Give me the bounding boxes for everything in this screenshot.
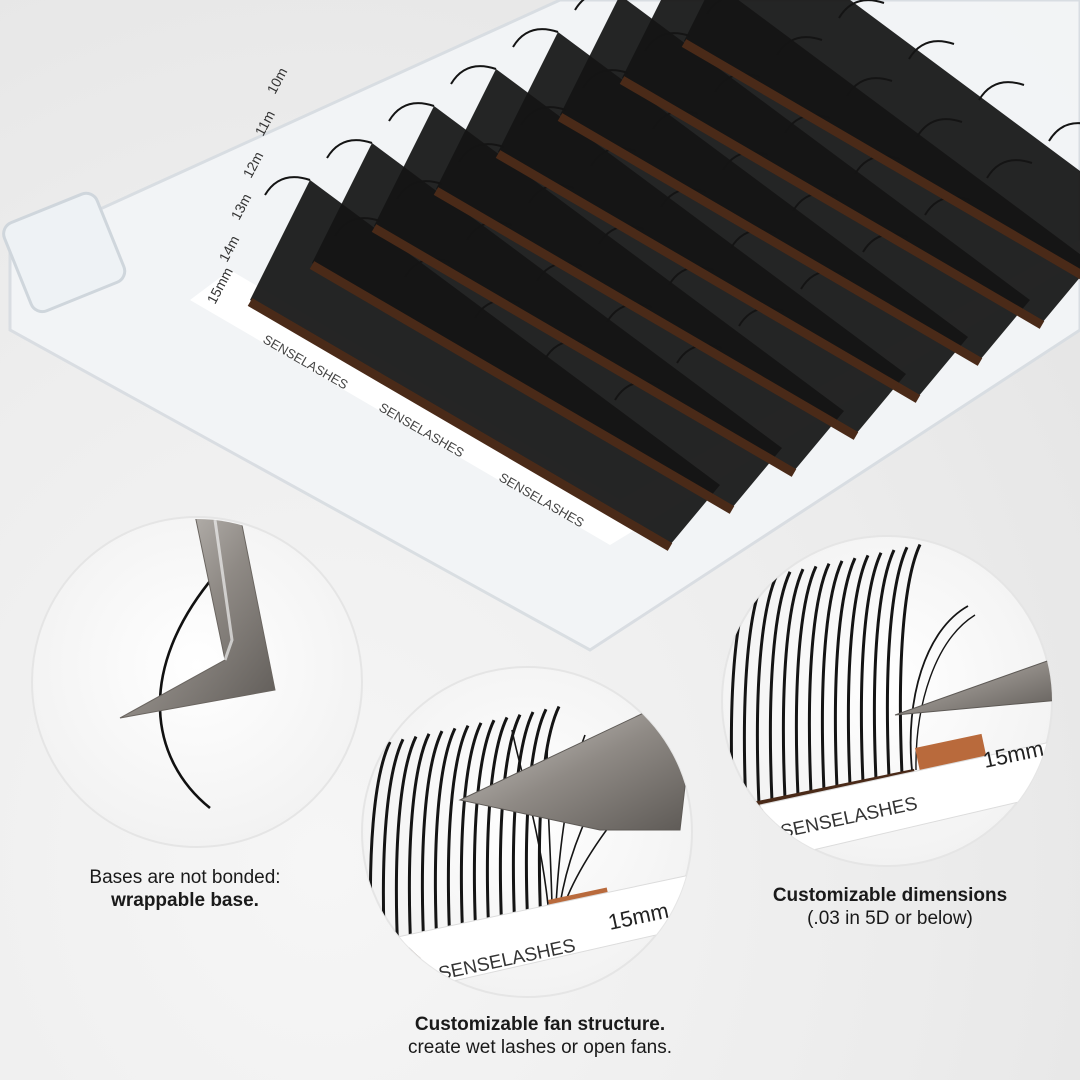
strip-lash [420, 730, 444, 952]
tray-lash-base [619, 76, 1045, 329]
strip-lash [794, 565, 818, 797]
strip-lash [433, 727, 457, 949]
caption-left-line2: wrappable base. [111, 890, 259, 911]
tray-lash-base [433, 187, 859, 440]
caption-left-line1: Bases are not bonded: [89, 867, 281, 888]
caption-dimensions: Customizable dimensions (.03 in 5D or be… [720, 884, 1060, 930]
caption-right-plain: (.03 in 5D or below) [807, 908, 973, 929]
strip-lash [820, 560, 844, 791]
single-lash [909, 605, 969, 771]
strip-lash [394, 735, 418, 957]
tray-lash-tip [1048, 122, 1080, 142]
tray-lash-tip [264, 176, 311, 196]
strip-lash [898, 543, 922, 775]
strip-lash [846, 554, 870, 786]
strip-lash [755, 573, 779, 805]
tray-lash-tip [838, 0, 885, 19]
strip-lash [781, 568, 805, 800]
strip-lash [807, 562, 831, 794]
tweezer-icon [119, 519, 276, 719]
tray-lash-base [495, 150, 921, 403]
circle-right: SENSELASHES 15mm [721, 535, 1053, 867]
tray-lash-tip [326, 139, 373, 159]
tweezer-icon [894, 659, 1052, 716]
tray-lash-base [557, 113, 983, 366]
tray-lash-base [247, 298, 673, 551]
tray-lash-base [309, 261, 735, 514]
circle-left [31, 516, 363, 848]
tray-lash-tip [388, 102, 435, 122]
caption-mid-bold: Customizable fan structure. [414, 1014, 666, 1035]
tray-lash-tip [450, 65, 497, 85]
tweezer-icon [458, 709, 689, 831]
tray-lash-tip [978, 81, 1025, 101]
caption-fan-structure: Customizable fan structure. create wet l… [330, 1013, 750, 1059]
strip-lash [407, 733, 431, 954]
circle-middle: SENSELASHES 15mm [361, 666, 693, 998]
strip-lash [459, 722, 483, 943]
tray-lash-tip [574, 0, 585, 11]
tray-lash-base [371, 224, 797, 477]
tray-length-label: 10m [264, 65, 291, 97]
tray-lash-row [684, 0, 1080, 272]
tray-lash-rows [247, 0, 1080, 551]
strip-lash [768, 571, 792, 802]
tray-lash-tip [512, 28, 559, 48]
caption-right-bold: Customizable dimensions [772, 885, 1008, 906]
strip-lash [859, 552, 883, 783]
caption-wrappable-base: Bases are not bonded: wrappable base. [40, 866, 330, 912]
tray-lash-base [681, 39, 1080, 280]
strip-lash [872, 549, 896, 781]
tray-lash-tip [908, 40, 955, 60]
strip-lash [446, 724, 470, 946]
lash-tray: SENSELASHES SENSELASHES SENSELASHES 15mm… [2, 0, 1080, 652]
tray-hinge [2, 191, 127, 314]
strip-tape-right [915, 733, 987, 774]
caption-mid-plain: create wet lashes or open fans. [407, 1037, 673, 1058]
tray-label-sheet [190, 240, 1080, 545]
strip-lash [885, 546, 909, 778]
strip-lash [833, 557, 857, 789]
tray-lash-row [622, 0, 1080, 323]
